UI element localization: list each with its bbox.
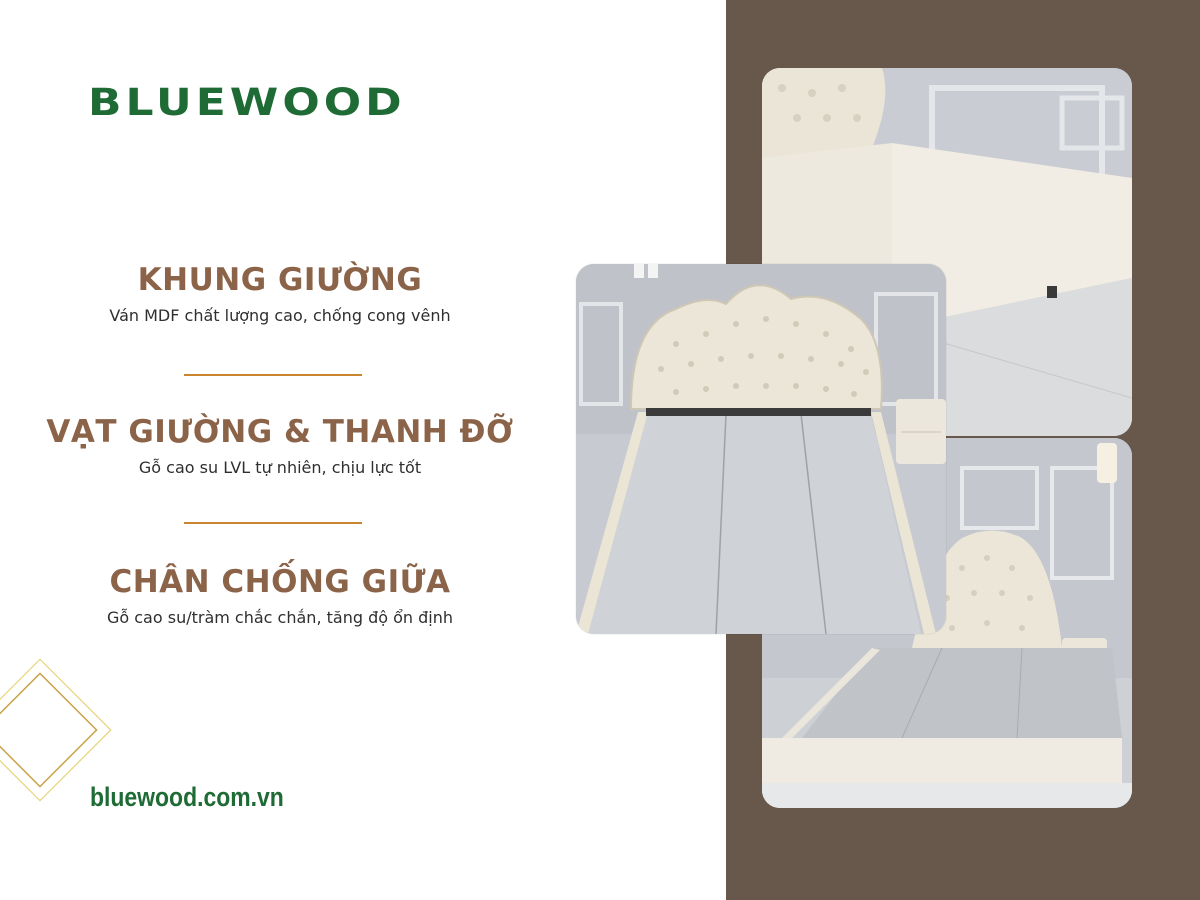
- feature-description: Gỗ cao su LVL tự nhiên, chịu lực tốt: [138, 458, 422, 477]
- divider: [184, 522, 362, 524]
- feature-description: Gỗ cao su/tràm chắc chắn, tăng độ ổn địn…: [106, 608, 453, 627]
- divider: [184, 374, 362, 376]
- website-url[interactable]: bluewood.com.vn: [90, 782, 284, 812]
- feature-title: KHUNG GIƯỜNG: [137, 262, 423, 298]
- feature-bed-frame: KHUNG GIƯỜNG Ván MDF chất lượng cao, chố…: [0, 262, 560, 325]
- feature-title: CHÂN CHỐNG GIỮA: [109, 564, 451, 600]
- feature-title: VẠT GIƯỜNG & THANH ĐỠ: [46, 414, 514, 450]
- photo-bed-slats: [576, 264, 946, 634]
- full-bed-illustration: [762, 438, 1132, 808]
- feature-center-legs: CHÂN CHỐNG GIỮA Gỗ cao su/tràm chắc chắn…: [0, 564, 560, 627]
- feature-description: Ván MDF chất lượng cao, chống cong vênh: [109, 306, 451, 325]
- feature-slats: VẠT GIƯỜNG & THANH ĐỠ Gỗ cao su LVL tự n…: [0, 414, 560, 477]
- decorative-diamond-icon: [0, 658, 112, 802]
- bed-slats-illustration: [576, 264, 946, 634]
- bluewood-logo: BLUEWOOD: [88, 80, 406, 125]
